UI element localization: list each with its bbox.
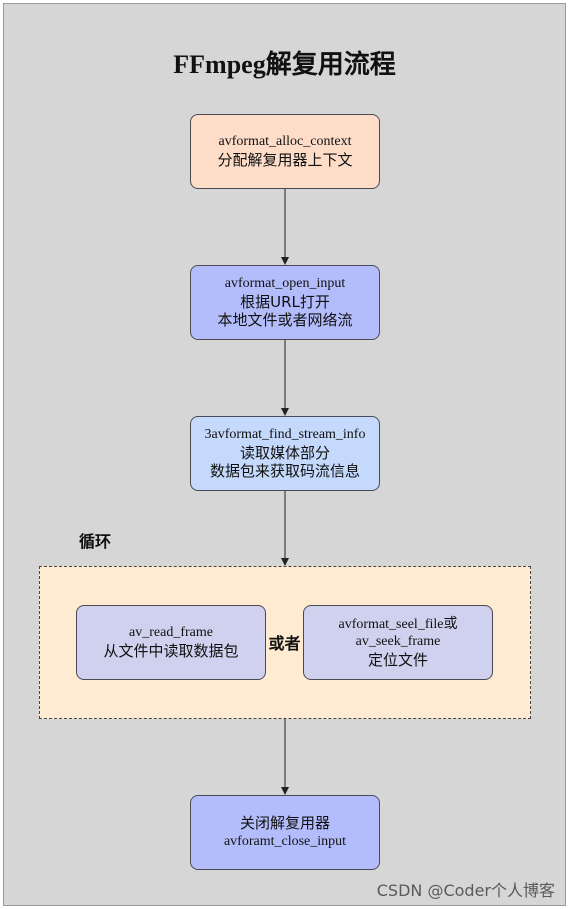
node-read-frame-fn: av_read_frame (129, 625, 213, 641)
node-open-input: avformat_open_input 根据URL打开 本地文件或者网络流 (190, 265, 380, 340)
loop-label: 循环 (79, 532, 112, 551)
node-find-stream-info: 3avformat_find_stream_info 读取媒体部分 数据包来获取… (190, 416, 380, 491)
node-alloc-context-fn: avformat_alloc_context (218, 134, 352, 150)
node-find-stream-info-desc-2: 数据包来获取码流信息 (209, 462, 360, 481)
node-seek-fn-2: av_seek_frame (355, 634, 441, 650)
node-read-frame: av_read_frame 从文件中读取数据包 (76, 605, 266, 680)
or-label: 或者 (268, 634, 301, 653)
watermark: CSDN @Coder个人博客 (376, 881, 555, 900)
node-open-input-desc-2: 本地文件或者网络流 (217, 311, 353, 330)
node-seek-desc: 定位文件 (367, 650, 428, 669)
node-close-input-fn: avforamt_close_input (223, 834, 347, 850)
node-seek-fn-1: avformat_seel_file或 (338, 616, 458, 632)
node-open-input-fn: avformat_open_input (224, 276, 346, 291)
node-seek: avformat_seel_file或 av_seek_frame 定位文件 (303, 605, 493, 680)
node-read-frame-desc: 从文件中读取数据包 (103, 641, 239, 660)
node-close-input-desc: 关闭解复用器 (239, 814, 330, 833)
diagram-title: FFmpeg解复用流程 (173, 50, 396, 79)
node-alloc-context: avformat_alloc_context 分配解复用器上下文 (190, 114, 380, 189)
node-find-stream-info-desc-1: 读取媒体部分 (239, 443, 330, 462)
node-close-input: 关闭解复用器 avforamt_close_input (190, 795, 380, 870)
node-find-stream-info-fn: 3avformat_find_stream_info (204, 427, 366, 442)
node-open-input-desc-1: 根据URL打开 (240, 292, 330, 311)
node-alloc-context-desc: 分配解复用器上下文 (217, 150, 353, 169)
